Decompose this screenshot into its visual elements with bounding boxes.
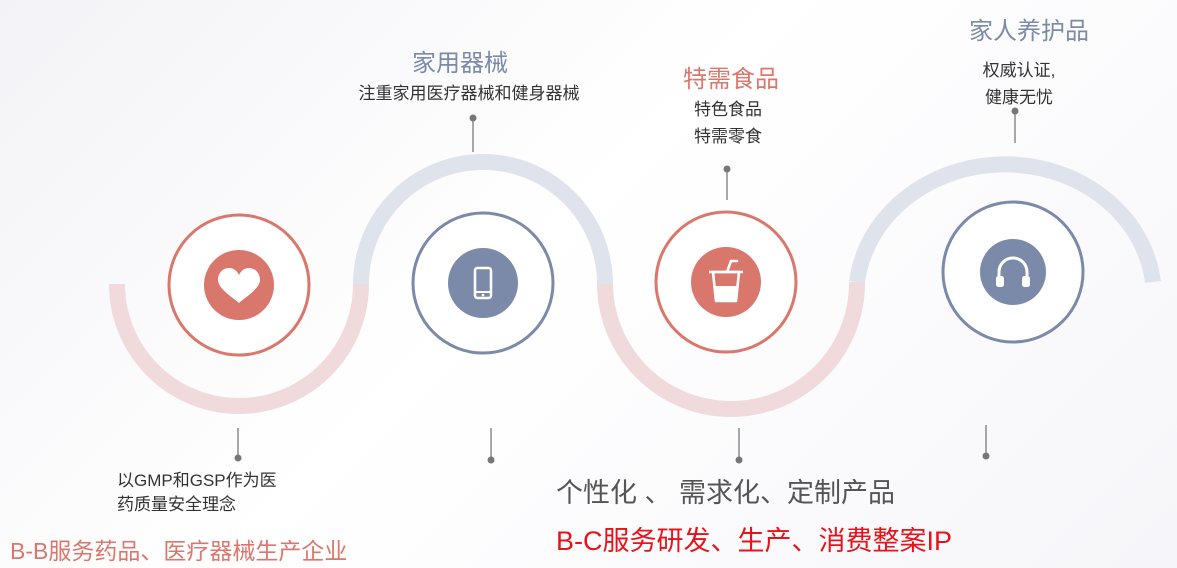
connector-bottom-4 xyxy=(982,425,990,460)
connector-bottom-3 xyxy=(735,428,743,464)
right-tagline: 个性化 、 需求化、定制产品 xyxy=(556,478,896,508)
inner-circle-2 xyxy=(448,248,518,318)
connector-top-4 xyxy=(1011,107,1019,143)
item-3-desc-line: 特色食品 xyxy=(694,100,762,119)
item-4-desc-line: 权威认证, xyxy=(982,61,1056,80)
arc-2-upper xyxy=(353,154,613,285)
connector-top-3 xyxy=(723,165,731,200)
item-3-title: 特需食品 xyxy=(683,66,779,93)
item-1-bottom-desc: 以GMP和GSP作为医 药质量安全理念 xyxy=(117,469,277,517)
arc-4-upper xyxy=(849,156,1161,284)
heart-icon xyxy=(218,268,260,303)
arc-1-lower xyxy=(109,283,369,414)
arc-3-lower xyxy=(597,281,866,417)
inner-circle-3 xyxy=(691,247,761,317)
smartphone-icon xyxy=(473,266,493,300)
item-4-desc: 权威认证, 健康无忧 xyxy=(974,57,1064,111)
connector-bottom-1 xyxy=(234,428,242,462)
drink-cup-icon xyxy=(709,259,743,303)
item-2-title: 家用器械 xyxy=(412,50,508,77)
connector-bottom-2 xyxy=(487,428,495,464)
item-4-title: 家人养护品 xyxy=(969,18,1089,45)
item-2-desc-line: 注重家用医疗器械和健身器械 xyxy=(358,84,580,103)
headphones-icon xyxy=(996,256,1030,287)
item-1-bottom-desc-line: 以GMP和GSP作为医 xyxy=(117,471,277,490)
inner-circle-4 xyxy=(980,239,1046,305)
item-2-desc: 注重家用医疗器械和健身器械 xyxy=(339,83,599,104)
right-caption: B-C服务研发、生产、消费整案IP xyxy=(556,526,953,556)
left-caption: B-B服务药品、医疗器械生产企业 xyxy=(10,538,348,564)
item-3-desc-line: 特需零食 xyxy=(694,127,762,146)
connector-top-2 xyxy=(469,114,477,152)
item-3-desc: 特色食品 特需零食 xyxy=(683,96,773,150)
item-1-bottom-desc-line: 药质量安全理念 xyxy=(117,495,236,514)
item-4-desc-line: 健康无忧 xyxy=(985,88,1053,107)
